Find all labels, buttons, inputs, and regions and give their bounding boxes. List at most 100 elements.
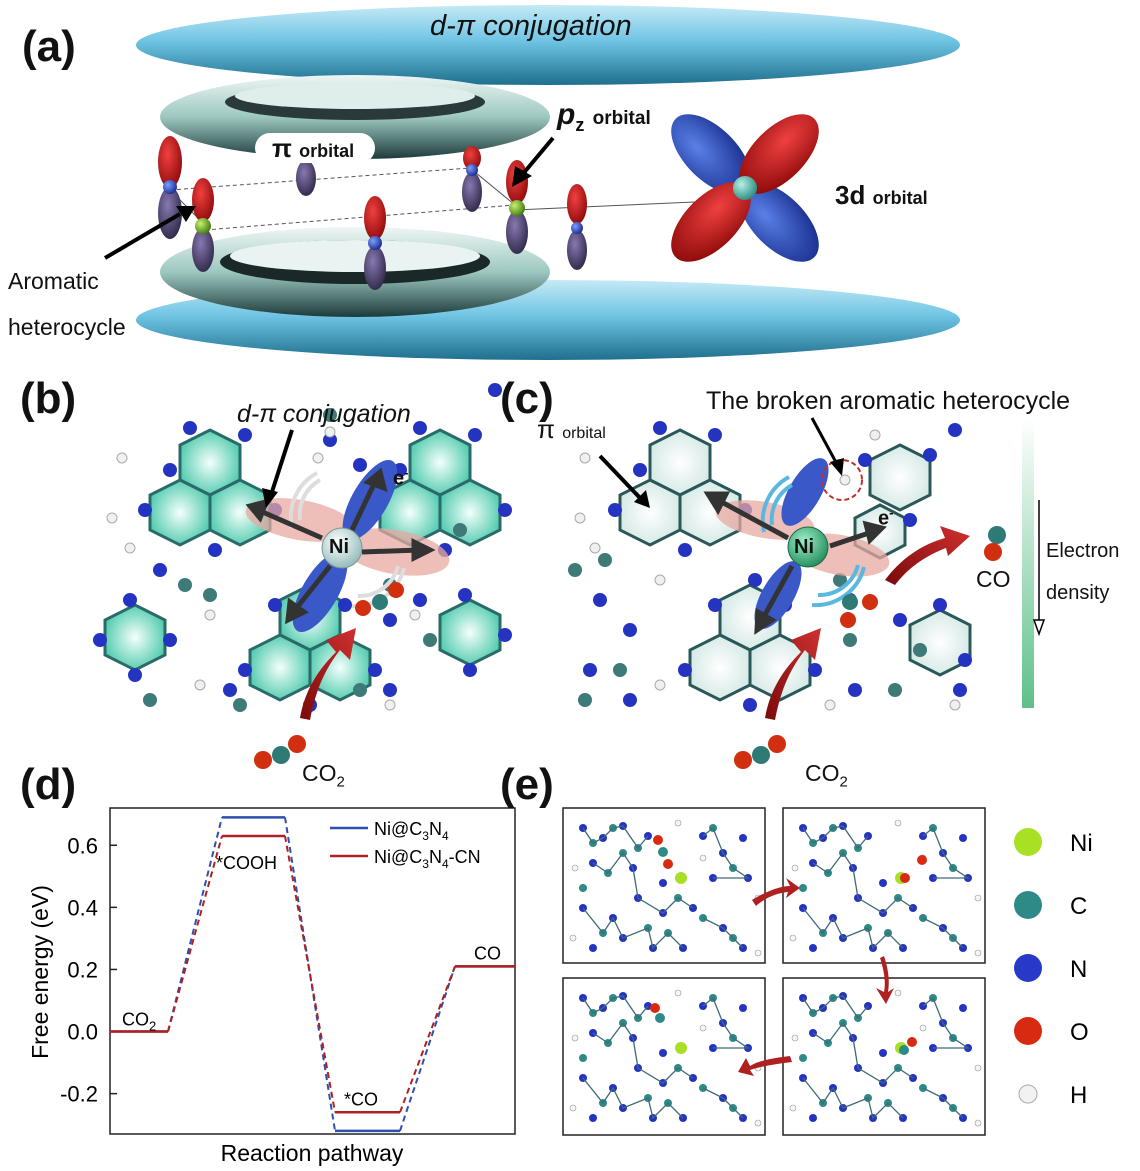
step-labels: CO2 *COOH *CO CO xyxy=(122,853,501,1109)
atom-label-o: O xyxy=(1070,1019,1089,1046)
pz-orbitals xyxy=(158,136,587,290)
y-ticks: 0.60.40.20.0-0.2 xyxy=(60,833,117,1107)
pz-orbital-label: pz orbital xyxy=(557,98,651,136)
dpi-text: d-π conjugation xyxy=(430,10,632,42)
co2-adsorbed xyxy=(355,582,404,616)
pi-orbital-bubble xyxy=(255,133,375,163)
electron-arrows-c xyxy=(703,491,887,635)
dpi-conjugation-b: d-π conjugation xyxy=(237,400,411,429)
frame-3 xyxy=(562,977,766,1136)
transition-line xyxy=(167,817,223,1032)
series-group xyxy=(110,816,515,1133)
arrow-aromatic xyxy=(103,206,196,260)
pi-orbital-label: π orbital xyxy=(272,133,354,164)
atom-legend: NiC N O H xyxy=(1014,828,1093,1109)
co2-b-text: CO xyxy=(302,760,337,786)
electron-arrows xyxy=(245,467,436,625)
co2-incoming xyxy=(254,735,306,769)
atom-swatch-n xyxy=(1014,954,1042,982)
co2-b-sub: 2 xyxy=(336,773,345,791)
red-arrow-out xyxy=(885,526,970,585)
d-orbital-label: 3d orbital xyxy=(835,180,928,211)
step-label: *COOH xyxy=(216,853,277,873)
legend-label: Ni@C3N4 xyxy=(374,819,449,843)
atom-swatch-ni xyxy=(1014,828,1042,856)
atom-label-ni: Ni xyxy=(1070,830,1093,857)
co2-c-sub: 2 xyxy=(839,773,848,791)
pz-sub: z xyxy=(575,115,585,135)
density-line-2: density xyxy=(1046,582,1110,604)
y-tick-label: 0.0 xyxy=(67,1020,98,1045)
y-tick-label: 0.2 xyxy=(67,957,98,982)
atom-swatch-o xyxy=(1014,1017,1042,1045)
panel-c-label: (c) xyxy=(500,374,554,423)
atom-label-h: H xyxy=(1070,1082,1087,1109)
panel-c-illustration xyxy=(568,417,1046,769)
transition-line xyxy=(399,966,456,1132)
d-suffix: orbital xyxy=(872,188,928,208)
frame-4 xyxy=(782,977,986,1136)
flow-arrows xyxy=(738,878,894,1076)
atom-swatch-c xyxy=(1014,891,1042,919)
atom-label-n: N xyxy=(1070,956,1087,983)
co2-incoming-c xyxy=(734,735,786,769)
electron-label-b: e- xyxy=(393,465,408,491)
ring-lower xyxy=(160,227,550,317)
ni-label-c: Ni xyxy=(794,536,814,558)
co-adsorbed-c xyxy=(840,594,878,628)
electron-density-label: Electron density xyxy=(1046,530,1119,614)
pi-suffix: orbital xyxy=(299,141,355,161)
panel-a-illustration xyxy=(103,5,960,360)
co-released xyxy=(984,526,1006,561)
step-label: CO xyxy=(474,943,501,963)
frame-1 xyxy=(562,807,766,964)
ring-upper xyxy=(160,75,550,159)
pi-symbol: π xyxy=(272,133,292,163)
co2-label-c: CO2 xyxy=(805,760,848,791)
atom-label-c: C xyxy=(1070,893,1087,920)
transition-line xyxy=(284,817,336,1132)
pi-orbital-c: π orbital xyxy=(537,414,606,445)
pi-c-symbol: π xyxy=(537,414,555,444)
panel-a: (a) d-π conjugation pz orbital π orbital… xyxy=(0,0,1140,370)
panel-c: (c) The broken aromatic heterocycle π or… xyxy=(500,370,1140,791)
arrow-pi-c xyxy=(598,454,650,508)
dpi-conjugation-title: d-π conjugation xyxy=(430,10,632,43)
aromatic-label: Aromatic heterocycle xyxy=(8,258,126,350)
bond-lines xyxy=(169,167,741,231)
pz-p: p xyxy=(557,98,576,131)
arrow-pz xyxy=(512,136,555,187)
y-tick-label: 0.4 xyxy=(67,895,98,920)
legend-label: Ni@C3N4-CN xyxy=(374,847,481,871)
co2-label-b: CO2 xyxy=(302,760,345,791)
electron-c-sup: - xyxy=(889,505,894,520)
electron-c: e xyxy=(878,507,890,530)
arrow-dpi xyxy=(262,429,294,508)
electron-b: e xyxy=(393,467,405,490)
electron-density-bar xyxy=(1022,418,1046,708)
panel-e: (e) xyxy=(500,760,1140,1171)
x-axis-label: Reaction pathway xyxy=(221,1140,404,1166)
frame-2 xyxy=(782,807,986,964)
electron-label-c: e- xyxy=(878,505,893,531)
aromatic-line-2: heterocycle xyxy=(8,314,126,340)
pz-suffix: orbital xyxy=(592,108,651,129)
density-line-1: Electron xyxy=(1046,540,1120,562)
d-label: 3d xyxy=(835,180,866,210)
broken-ring-marker xyxy=(810,417,863,501)
ni-label-b: Ni xyxy=(329,536,349,558)
torus-top xyxy=(136,5,960,85)
panel-d-label: (d) xyxy=(20,760,77,809)
y-axis-label: Free energy (eV) xyxy=(27,885,53,1059)
panel-e-frames: NiC N O H xyxy=(562,807,1093,1136)
broken-heterocycle-label: The broken aromatic heterocycle xyxy=(706,387,1071,415)
panel-e-label: (e) xyxy=(500,760,554,809)
step-label: CO2 xyxy=(122,1010,156,1034)
step-label: *CO xyxy=(344,1089,378,1109)
panel-b: (b) d-π conjugation e- Ni CO2 xyxy=(0,370,520,791)
transition-line xyxy=(167,835,223,1032)
y-tick-label: 0.6 xyxy=(67,833,98,858)
